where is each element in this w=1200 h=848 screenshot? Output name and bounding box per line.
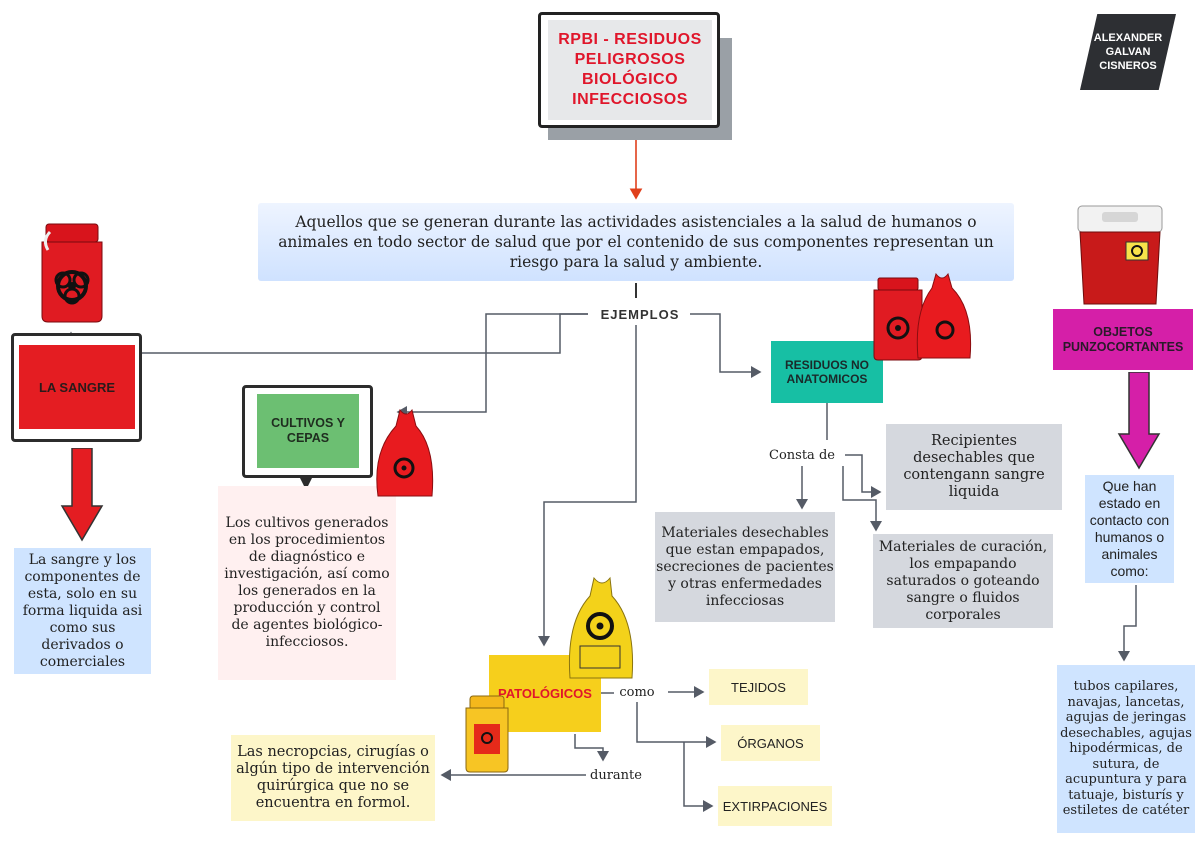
- cultivos-callout-tail: [300, 478, 312, 490]
- tejidos-box: TEJIDOS: [709, 669, 808, 705]
- consta-to-recipientes-line: [845, 454, 882, 498]
- punzocortantes-examples: tubos capilares, navajas, lancetas, aguj…: [1057, 665, 1195, 833]
- como-to-organos-line: [636, 702, 717, 748]
- author-badge: ALEXANDER GALVAN CISNEROS: [1080, 14, 1176, 90]
- como-to-extirpaciones-line: [683, 742, 714, 812]
- yellow-pathology-container-icon: [465, 695, 509, 773]
- recipientes-box: Recipientes desechables que contengann s…: [886, 424, 1062, 510]
- consta-to-materiales2-line: [842, 466, 882, 532]
- consta-de-label: Consta de: [766, 446, 838, 464]
- pato-to-durante-line: [574, 734, 609, 762]
- punzo-down-arrow: [1117, 372, 1161, 470]
- red-biohazard-bag-icon: [376, 408, 434, 497]
- organos-box: ÓRGANOS: [721, 725, 820, 761]
- ejemplos-to-sangre-line: [142, 313, 588, 354]
- yellow-biohazard-bag-icon: [568, 576, 634, 679]
- sangre-description: La sangre y los componentes de esta, sol…: [14, 548, 151, 674]
- red-biohazard-bag-icon: [873, 272, 972, 361]
- cultivos-description: Los cultivos generados en los procedimie…: [218, 486, 396, 680]
- punzocortantes-node: OBJETOS PUNZOCORTANTES: [1053, 309, 1193, 370]
- ejemplos-to-cultivos-line: [396, 313, 588, 418]
- sangre-down-arrow: [60, 448, 104, 542]
- sangre-node: LA SANGRE: [19, 345, 135, 429]
- extirpaciones-box: EXTIRPACIONES: [718, 786, 832, 826]
- ejemplos-to-no-anatomicos-line: [690, 313, 762, 378]
- necropcias-box: Las necropcias, cirugías o algún tipo de…: [231, 735, 435, 821]
- cultivos-node: CULTIVOS Y CEPAS: [257, 394, 359, 468]
- materiales-curacion-box: Materiales de curación, los empapando sa…: [873, 534, 1053, 628]
- definition-box: Aquellos que se generan durante las acti…: [258, 203, 1014, 281]
- sharps-container-icon: [1077, 205, 1163, 305]
- como-label: como: [616, 684, 658, 700]
- no-anatomicos-node: RESIDUOS NO ANATOMICOS: [771, 341, 883, 403]
- materiales-empapados-box: Materiales desechables que estan empapad…: [655, 512, 835, 622]
- page-title: RPBI - RESIDUOS PELIGROSOS BIOLÓGICO INF…: [548, 20, 712, 120]
- punzocortantes-description: Que han estado en contacto con humanos o…: [1085, 475, 1174, 583]
- biohazard-jar-icon: [41, 223, 103, 323]
- ejemplos-label: EJEMPLOS: [590, 305, 690, 323]
- ejemplos-to-patologicos-line: [538, 325, 637, 647]
- durante-label: durante: [586, 766, 646, 784]
- punzo-desc-to-list-line: [1118, 585, 1137, 662]
